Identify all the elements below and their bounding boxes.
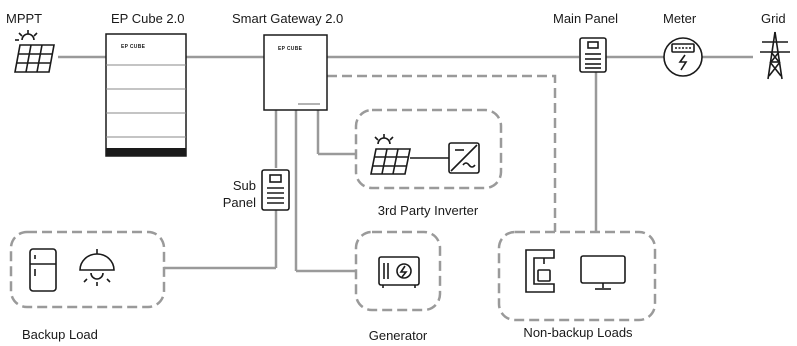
third-party-inverter-label: 3rd Party Inverter xyxy=(377,203,479,218)
generator-group-box xyxy=(354,230,442,312)
battery-stack-icon xyxy=(105,33,187,157)
meter-icon xyxy=(663,37,703,77)
inverter-icon xyxy=(448,142,480,174)
sub-panel-label-line2: Panel xyxy=(222,195,256,210)
generator-label: Generator xyxy=(368,328,428,343)
gateway-to-nonbackup-dashed-line xyxy=(327,74,557,232)
smart-gateway-label: Smart Gateway 2.0 xyxy=(232,11,344,26)
backup-load-label: Backup Load xyxy=(22,327,98,342)
load-groups xyxy=(9,108,657,322)
coffee-machine-icon xyxy=(525,249,555,293)
ep-cube-brand-text: EP CUBE xyxy=(121,44,146,50)
inverter-group-box xyxy=(354,108,503,190)
meter-label: Meter xyxy=(663,11,697,26)
lamp-icon xyxy=(79,249,115,286)
grid-label: Grid xyxy=(761,11,786,26)
monitor-icon xyxy=(580,255,626,290)
refrigerator-icon xyxy=(29,248,57,292)
non-backup-loads-label: Non-backup Loads xyxy=(523,325,633,340)
solar-panel-icon xyxy=(14,30,55,73)
sub-panel-label-line1: Sub xyxy=(232,178,256,193)
panel-icon xyxy=(579,37,607,73)
backup-load-group-box xyxy=(9,230,166,309)
connections xyxy=(58,55,753,273)
main-panel-label: Main Panel xyxy=(553,11,619,26)
ep-cube-label: EP Cube 2.0 xyxy=(111,11,185,26)
gateway-brand-text: EP CUBE xyxy=(278,46,303,52)
gateway-icon xyxy=(263,34,328,111)
inverter-solar-icon xyxy=(370,134,411,175)
subpanel-icon xyxy=(261,169,290,211)
generator-icon xyxy=(378,256,420,288)
transmission-tower-icon xyxy=(760,31,790,80)
nonbackup-group-box xyxy=(497,230,657,322)
mppt-label: MPPT xyxy=(6,11,43,26)
